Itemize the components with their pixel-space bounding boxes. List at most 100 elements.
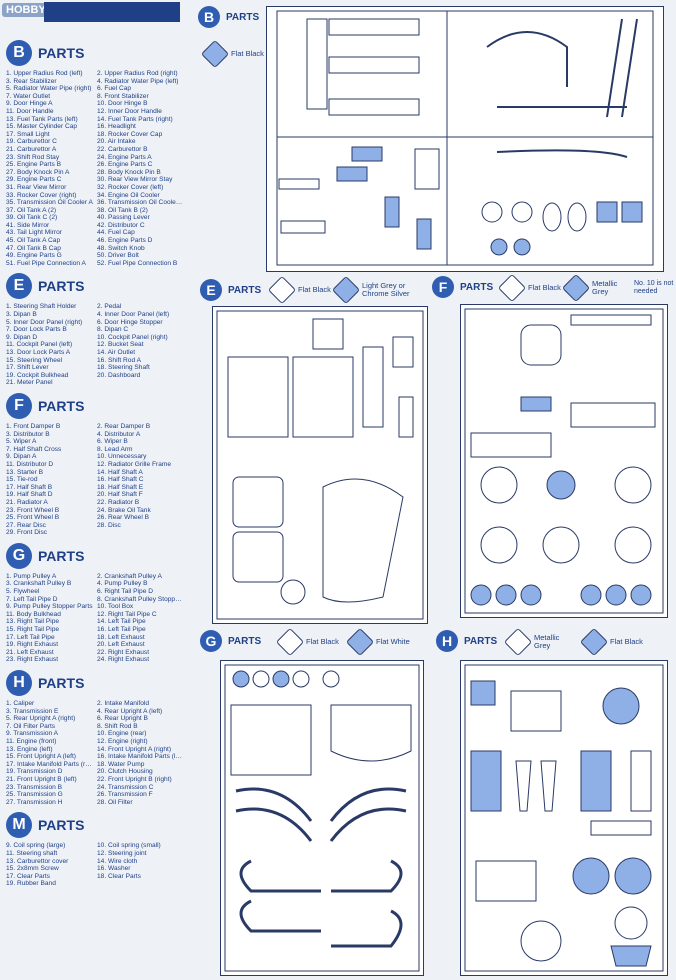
list-item: 5. Wiper A <box>6 438 37 446</box>
list-item: 7. Half Shaft Cross <box>6 445 62 453</box>
list-item: 15. Master Cylinder Cap <box>6 123 78 131</box>
list-item: 3. Distributor B <box>6 430 50 438</box>
swatch-icon <box>331 275 361 305</box>
list-item: 17. Left Tail Pipe <box>6 633 55 641</box>
list-item: 27. Body Knock Pin A <box>6 168 70 176</box>
list-item: 18. Left Exhaust <box>97 633 145 641</box>
list-item: 8. Dipan C <box>97 326 129 334</box>
sprue-h-drawing <box>464 664 664 972</box>
panel-title: PARTS <box>460 281 494 293</box>
section-title: PARTS <box>38 817 85 834</box>
list-item: 10. Door Hinge B <box>97 100 148 108</box>
list-item: 8. Front Stabilizer <box>97 92 149 100</box>
list-item: 20. Air Intake <box>97 138 136 146</box>
list-item: 35. Transmission Oil Cooler A <box>6 199 93 207</box>
swatch-icon <box>275 627 305 657</box>
list-item: 4. Pump Pulley B <box>97 580 148 588</box>
list-item: 9. Transmission A <box>6 730 59 738</box>
panel-title: PARTS <box>226 11 260 23</box>
panel-e-header: E PARTS <box>200 279 261 301</box>
sprue-g-panel <box>220 660 424 976</box>
list-item: 6. Fuel Cap <box>97 85 132 93</box>
list-item: 9. Door Hinge A <box>6 100 53 108</box>
sprue-g-drawing <box>224 664 420 972</box>
list-item: 14. Half Shaft A <box>97 468 143 476</box>
list-item: 2. Pedal <box>97 303 122 311</box>
legend-flat-black: Flat Black <box>497 273 561 303</box>
list-item: 21. Front Upright B (left) <box>6 775 77 783</box>
swatch-icon <box>267 275 297 305</box>
section-badge: G <box>6 542 32 569</box>
panel-badge: F <box>432 276 454 298</box>
list-item: 6. Door Hinge Stopper <box>97 318 163 326</box>
list-item: 39. Oil Tank C (2) <box>6 214 58 222</box>
list-item: 15. Front Upright A (left) <box>6 753 76 761</box>
list-item: 10. Coil spring (small) <box>97 842 161 850</box>
list-item: 12. Engine (right) <box>97 737 148 745</box>
list-item: 41. Side Mirror <box>6 221 50 229</box>
legend-flat-black: Flat Black <box>275 627 339 657</box>
list-item: 14. Left Tail Pipe <box>97 618 146 626</box>
list-item: 24. Right Exhaust <box>97 656 150 664</box>
list-item: 2. Crankshaft Pulley A <box>97 572 162 580</box>
list-item: 25. Front Wheel B <box>6 514 60 522</box>
list-item: 3. Dipan B <box>6 311 37 319</box>
parts-section-b: B PARTS 1. Upper Radius Rod (left)2. Upp… <box>6 40 184 267</box>
list-item: 12. Steering joint <box>97 849 147 857</box>
swatch-icon <box>497 273 527 303</box>
list-item: 3. Transmission E <box>6 707 59 715</box>
list-item: 10. Cockpit Panel (right) <box>97 333 168 341</box>
list-item: 46. Engine Parts D <box>97 237 153 245</box>
list-item: 26. Engine Parts C <box>97 161 153 169</box>
panel-title: PARTS <box>228 635 262 647</box>
list-item: 3. Crankshaft Pulley B <box>6 580 72 588</box>
list-item: 10. Tool Box <box>97 603 134 611</box>
list-item: 5. Flywheel <box>6 588 40 596</box>
list-item: 40. Passing Lever <box>97 214 150 222</box>
note-text: No. 10 is not needed <box>634 280 674 295</box>
list-item: 9. Dipan D <box>6 333 38 341</box>
list-item: 10. Engine (rear) <box>97 730 147 738</box>
list-item: 20. Clutch Housing <box>97 768 153 776</box>
list-item: 15. 2x8mm Screw <box>6 865 59 873</box>
list-item: 13. Fuel Tank Parts (left) <box>6 115 78 123</box>
list-item: 21. Left Exhaust <box>6 648 54 656</box>
legend-label: Flat Black <box>231 49 264 58</box>
list-item <box>97 880 184 888</box>
sprue-b-panel <box>266 6 664 272</box>
list-item: 23. Front Wheel B <box>6 506 60 514</box>
list-item: 45. Oil Tank A Cap <box>6 237 61 245</box>
list-item: 23. Shift Rod Stay <box>6 153 60 161</box>
list-item: 24. Transmission C <box>97 783 154 791</box>
list-item: 26. Transmission F <box>97 791 153 799</box>
list-item: 43. Tail Light Mirror <box>6 229 62 237</box>
list-item: 7. Door Lock Parts B <box>6 326 67 334</box>
section-title: PARTS <box>38 278 85 295</box>
list-item: 52. Fuel Pipe Connection B <box>97 259 178 267</box>
list-item: 29. Front Disc <box>6 529 48 537</box>
list-item: 32. Rocker Cover (left) <box>97 183 164 191</box>
legend-label: Flat Black <box>306 637 339 646</box>
section-badge: B <box>6 40 32 66</box>
section-badge: E <box>6 273 32 300</box>
list-item: 14. Fuel Tank Parts (right) <box>97 115 173 123</box>
list-item: 5. Inner Door Panel (right) <box>6 318 83 326</box>
panel-b-header: B PARTS <box>198 6 259 28</box>
list-item: 16. Left Tail Pipe <box>97 626 146 634</box>
list-item: 16. Washer <box>97 865 131 873</box>
legend-light-grey: Light Grey or Chrome Silver <box>331 275 432 305</box>
list-item: 4. Radiator Water Pipe (left) <box>97 77 179 85</box>
section-header: F PARTS <box>6 392 184 419</box>
panel-title: PARTS <box>464 635 498 647</box>
swatch-icon <box>200 39 230 69</box>
sprue-f-panel <box>460 304 668 618</box>
list-item: 18. Steering Shaft <box>97 364 150 372</box>
section-badge: F <box>6 392 32 419</box>
list-item: 24. Engine Parts A <box>97 153 152 161</box>
list-item: 16. Half Shaft C <box>97 476 144 484</box>
list-item: 28. Disc <box>97 521 121 529</box>
panel-g-header: G PARTS <box>200 630 261 652</box>
list-item: 20. Half Shaft F <box>97 491 143 499</box>
